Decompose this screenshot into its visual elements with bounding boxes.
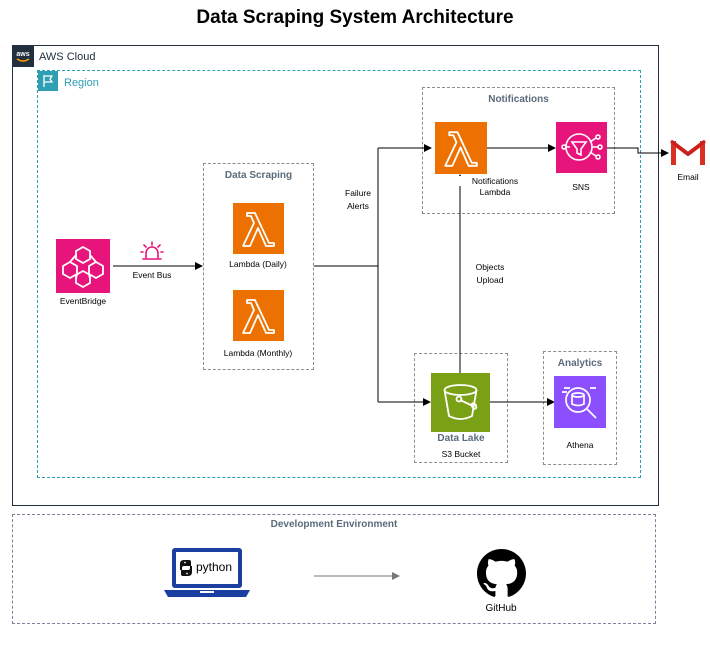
eventbridge-label: EventBridge [59, 296, 107, 306]
eventbridge-icon [56, 239, 110, 293]
notifications-lambda-label-2: Lambda [479, 187, 511, 197]
analytics-group-title: Analytics [557, 358, 603, 369]
sns-icon [556, 122, 607, 173]
s3-bucket-label: S3 Bucket [441, 449, 481, 459]
data-scraping-group-title: Data Scraping [224, 170, 293, 181]
development-environment-container [12, 514, 656, 624]
github-icon [477, 549, 526, 598]
notifications-group-title: Notifications [488, 94, 549, 105]
s3-bucket-icon [431, 373, 490, 432]
lambda-monthly-icon [233, 290, 284, 341]
github-label: GitHub [485, 603, 517, 614]
objects-upload-label-1: Objects [475, 262, 505, 272]
aws-cloud-label: AWS Cloud [39, 51, 96, 63]
diagram-title: Data Scraping System Architecture [196, 7, 514, 28]
athena-icon [554, 376, 606, 428]
python-label: python [196, 560, 233, 574]
svg-text:aws: aws [16, 51, 29, 58]
region-container [37, 70, 641, 478]
sns-label: SNS [572, 182, 590, 192]
python-laptop-icon [164, 546, 250, 598]
event-bus-label: Event Bus [132, 270, 172, 280]
lambda-monthly-label: Lambda (Monthly) [223, 348, 293, 358]
gmail-icon [670, 138, 706, 166]
failure-alerts-label-1: Failure [345, 188, 371, 198]
event-bus-icon [140, 240, 164, 262]
objects-upload-label-2: Upload [476, 275, 504, 285]
edge-scraping-to-split [314, 148, 379, 402]
athena-label: Athena [566, 440, 594, 450]
email-label: Email [677, 172, 699, 182]
development-environment-title: Development Environment [270, 519, 398, 530]
notifications-lambda-icon [435, 122, 487, 174]
aws-cloud-container [12, 45, 659, 506]
failure-alerts-label-2: Alerts [347, 201, 369, 211]
lambda-daily-icon [233, 203, 284, 254]
notifications-group [422, 87, 615, 214]
data-scraping-group [203, 163, 314, 370]
lambda-daily-label: Lambda (Daily) [229, 259, 287, 269]
data-lake-group [414, 353, 508, 463]
region-flag-icon [38, 71, 58, 91]
notifications-lambda-label-1: Notifications [455, 176, 535, 186]
edge-sns-to-email [607, 147, 669, 157]
analytics-group [543, 351, 617, 465]
aws-logo-icon: aws [12, 45, 34, 67]
data-lake-title: Data Lake [437, 433, 485, 444]
region-label: Region [64, 77, 99, 89]
